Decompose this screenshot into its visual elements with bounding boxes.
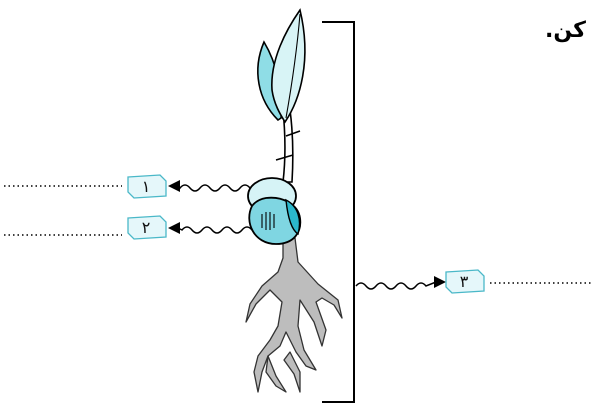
bracket [322,22,354,402]
heading-fragment: کن. [545,18,586,43]
label-1-number: ۱ [142,177,151,196]
label-3-number: ۳ [460,272,469,291]
label-2-number: ۲ [142,218,151,237]
wavy-arrow-1 [178,185,250,191]
label-1: ۱ [128,176,164,198]
seed [248,178,300,244]
label-2: ۲ [128,217,164,239]
wavy-arrow-3 [356,282,436,289]
wavy-arrow-2 [178,227,252,233]
arrowhead-2 [168,222,180,234]
leaves [258,10,305,122]
arrowhead-1 [168,180,180,192]
arrowhead-3 [434,276,446,288]
label-3: ۳ [446,271,482,293]
roots [246,238,342,392]
